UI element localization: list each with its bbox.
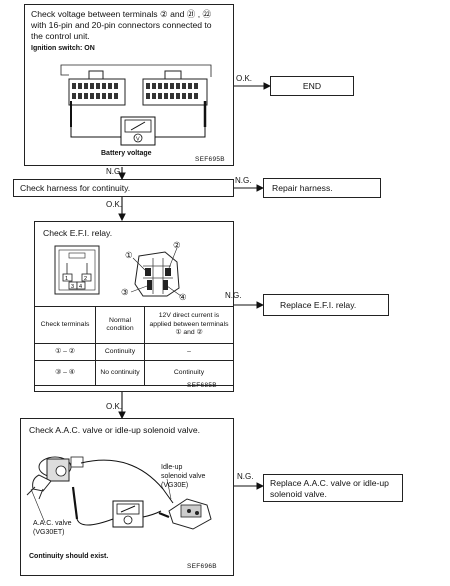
table-cell: –	[144, 343, 234, 361]
table-cell: ③ – ④	[34, 360, 96, 386]
battery-voltage-caption: Battery voltage	[101, 150, 152, 157]
connector-diagram-illustration: V	[60, 64, 212, 146]
table-cell: Continuity	[95, 343, 145, 361]
continuity-note: Continuity should exist.	[29, 553, 109, 560]
end-box: END	[270, 76, 354, 96]
table-header-cell: 12V direct current is applied between te…	[144, 306, 234, 344]
efi-relay-illustration: 1 2 3 4	[54, 245, 182, 297]
step3-ng-label: N.G.	[225, 291, 242, 300]
svg-text:4: 4	[79, 284, 82, 290]
relay-terminal-3-label: ③	[121, 287, 129, 297]
aac-valve-illustration	[26, 456, 212, 530]
table-header-cell: Check terminals	[34, 306, 96, 344]
figure-code-step1: SEF695B	[195, 156, 225, 163]
step4-box: Check A.A.C. valve or idle-up solenoid v…	[20, 418, 234, 576]
aac-valve-label: A.A.C. valve (VG30ET)	[33, 520, 72, 536]
step2-ok-label: O.K.	[106, 200, 123, 209]
step1-ng-label: N.G.	[106, 167, 123, 176]
step1-ok-label: O.K.	[236, 74, 253, 83]
relay-terminal-4-label: ④	[179, 292, 187, 302]
step4-ng-label: N.G.	[237, 472, 254, 481]
replace-aac-valve-box: Replace A.A.C. valve or idle-up solenoid…	[263, 474, 403, 502]
step3-title: Check E.F.I. relay.	[43, 228, 113, 238]
svg-text:2: 2	[84, 276, 87, 282]
idle-up-solenoid-label: Idle-up solenoid valve (VG30E)	[161, 464, 206, 489]
table-cell: ① – ②	[34, 343, 96, 361]
table-row: ① – ② Continuity –	[34, 343, 234, 361]
step2-ng-label: N.G.	[235, 176, 252, 185]
step1-text-line2: with 16-pin and 20-pin connectors connec…	[31, 20, 212, 30]
step2-box: Check harness for continuity.	[13, 179, 234, 197]
step1-text-line1: Check voltage between terminals ② and ㉑ …	[31, 9, 212, 19]
svg-text:3: 3	[71, 284, 74, 290]
step1-text-line3: the control unit.	[31, 31, 90, 41]
table-row: ③ – ④ No continuity Continuity	[34, 360, 234, 386]
repair-harness-box: Repair harness.	[263, 178, 381, 198]
replace-aac-label-line1: Replace A.A.C. valve or idle-up	[270, 478, 389, 488]
table-cell: No continuity	[95, 360, 145, 386]
table-header-row: Check terminals Normal condition 12V dir…	[34, 306, 234, 344]
table-header-cell: Normal condition	[95, 306, 145, 344]
replace-efi-relay-label: Replace E.F.I. relay.	[280, 300, 357, 310]
step3-box: Check E.F.I. relay. 1 2 3 4 ① ② ③ ④ Chec…	[34, 221, 234, 392]
step2-text: Check harness for continuity.	[20, 183, 131, 193]
figure-code-step3: SEF685B	[187, 382, 217, 389]
step3-ok-label: O.K.	[106, 402, 123, 411]
step4-title: Check A.A.C. valve or idle-up solenoid v…	[29, 425, 201, 435]
figure-code-step4: SEF696B	[187, 563, 217, 570]
replace-efi-relay-box: Replace E.F.I. relay.	[263, 294, 389, 316]
relay-terminal-2-label: ②	[173, 240, 181, 250]
relay-check-table: Check terminals Normal condition 12V dir…	[34, 306, 234, 386]
step1-box: Check voltage between terminals ② and ㉑ …	[24, 4, 234, 166]
svg-text:1: 1	[65, 276, 68, 282]
repair-harness-label: Repair harness.	[272, 183, 333, 193]
table-cell: Continuity	[144, 360, 234, 386]
svg-text:V: V	[136, 137, 140, 143]
relay-terminal-1-label: ①	[125, 250, 133, 260]
ignition-switch-note: Ignition switch: ON	[31, 45, 95, 52]
replace-aac-label-line2: solenoid valve.	[270, 489, 327, 499]
end-label: END	[302, 81, 322, 91]
